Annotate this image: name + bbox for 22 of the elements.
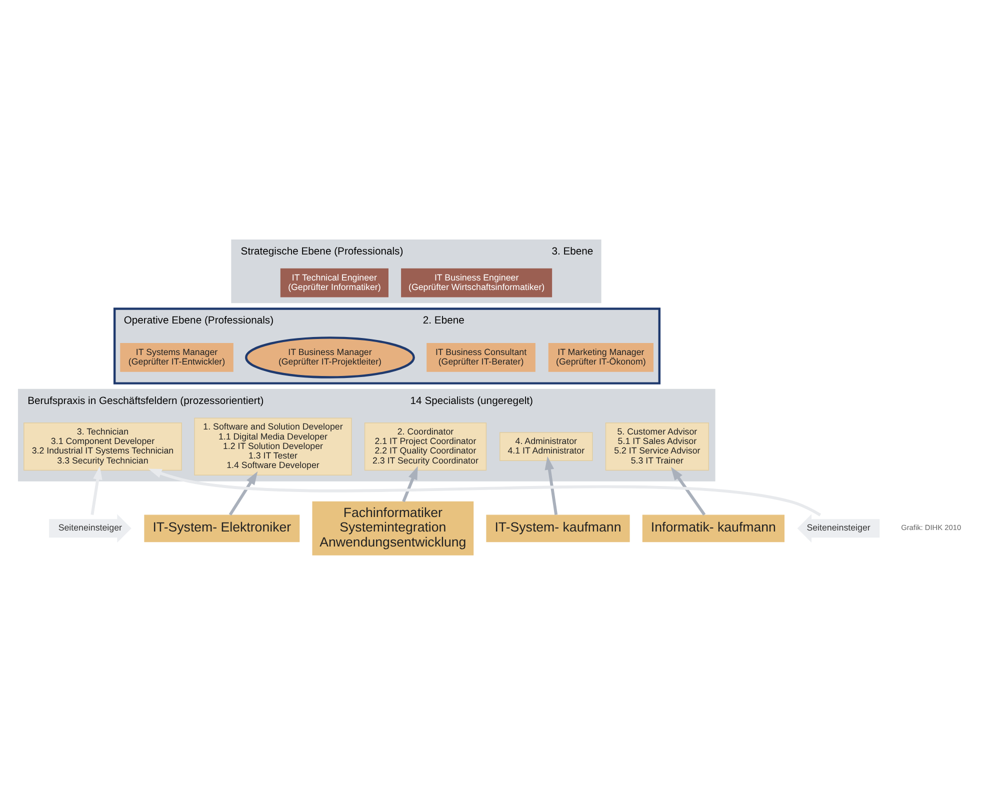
- arrow: [90, 466, 102, 515]
- node-box: 5. Customer Advisor 5.1 IT Sales Advisor 5.2 IT Service Advisor 5.3 IT Trainer: [605, 422, 709, 471]
- node-ellipse: IT Business Manager (Geprüfter IT-Projektleiter): [245, 336, 415, 378]
- node-box: Informatik- kaufmann: [642, 514, 784, 542]
- node-box: IT Business Engineer (Geprüfter Wirtschaftsinformatiker): [401, 268, 552, 298]
- arrow: [402, 466, 418, 502]
- node-box: IT-System- Elektroniker: [144, 514, 300, 542]
- node-box: IT Business Consultant (Geprüfter IT-Berater): [426, 343, 536, 372]
- node-box: Fachinformatiker Systemintegration Anwendungsentwicklung: [312, 501, 474, 556]
- node-box: 3. Technician 3.1 Component Developer 3.2 Industrial IT Systems Technician 3.3 Security Technician: [24, 422, 182, 471]
- arrow: [228, 471, 258, 516]
- node-box: IT Marketing Manager (Geprüfter IT-Ökonom): [548, 343, 654, 372]
- node-box: 4. Administrator 4.1 IT Administrator: [500, 432, 593, 462]
- arrow: [148, 468, 822, 516]
- label: Grafik: DIHK 2010: [901, 523, 962, 532]
- node-box: IT Systems Manager (Geprüfter IT-Entwickler): [120, 343, 234, 372]
- arrow: [544, 456, 558, 515]
- node-box: 1. Software and Solution Developer 1.1 Digital Media Developer 1.2 IT Solution Developer 1.3 IT Tester 1.4 Software Developer: [194, 418, 352, 476]
- node-box: 2. Coordinator 2.1 IT Project Coordinator 2.2 IT Quality Coordinator 2.3 IT Security Coordinator: [364, 422, 487, 471]
- arrow: [670, 466, 706, 516]
- node-box: IT-System- kaufmann: [486, 514, 630, 542]
- node-box: IT Technical Engineer (Geprüfter Informatiker): [280, 268, 388, 298]
